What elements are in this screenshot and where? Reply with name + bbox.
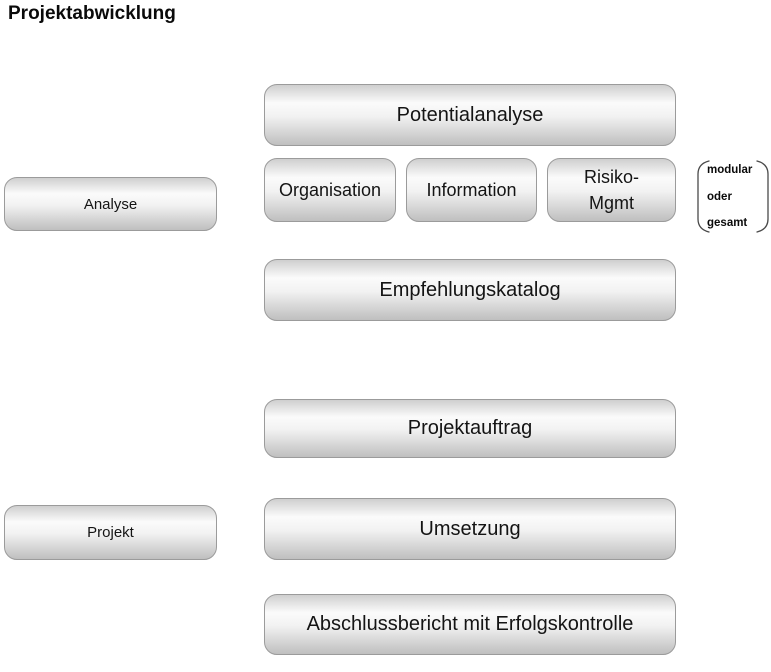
step-box-empfehlungskatalog: Empfehlungskatalog	[264, 259, 676, 321]
phase-box-analyse: Analyse	[4, 177, 217, 231]
step-empfehlungskatalog-label: Empfehlungskatalog	[379, 278, 561, 301]
step-box-projektauftrag: Projektauftrag	[264, 399, 676, 458]
step-box-abschlussbericht: Abschlussbericht mit Erfolgskontrolle	[264, 594, 676, 655]
module-box-organisation: Organisation	[264, 158, 396, 222]
module-risiko-label-line1: Risiko-	[583, 167, 639, 187]
module-box-information: Information	[406, 158, 537, 222]
step-potentialanalyse-label: Potentialanalyse	[396, 103, 544, 126]
module-box-risiko-mgmt: Risiko- Mgmt	[547, 158, 676, 222]
module-information-label: Information	[426, 180, 517, 200]
step-abschlussbericht-label: Abschlussbericht mit Erfolgskontrolle	[306, 613, 634, 635]
annotation-text: modular oder gesamt	[707, 163, 762, 230]
step-projektauftrag-label: Projektauftrag	[407, 417, 533, 439]
step-box-umsetzung: Umsetzung	[264, 498, 676, 560]
annotation-line-gesamt: gesamt	[707, 217, 748, 229]
module-risiko-label-line2: Mgmt	[589, 193, 634, 213]
phase-analyse-label: Analyse	[83, 195, 138, 213]
step-box-potentialanalyse: Potentialanalyse	[264, 84, 676, 146]
step-umsetzung-label: Umsetzung	[419, 517, 521, 540]
annotation-line-modular: modular	[707, 164, 753, 176]
phase-box-projekt: Projekt	[4, 505, 217, 560]
parentheses-brackets-icon	[697, 160, 769, 233]
page-title: Projektabwicklung	[8, 3, 176, 24]
annotation-line-oder: oder	[707, 190, 732, 203]
phase-projekt-label: Projekt	[87, 524, 134, 541]
module-organisation-label: Organisation	[278, 180, 382, 200]
annotation-modular-oder-gesamt: modular oder gesamt	[696, 159, 770, 234]
